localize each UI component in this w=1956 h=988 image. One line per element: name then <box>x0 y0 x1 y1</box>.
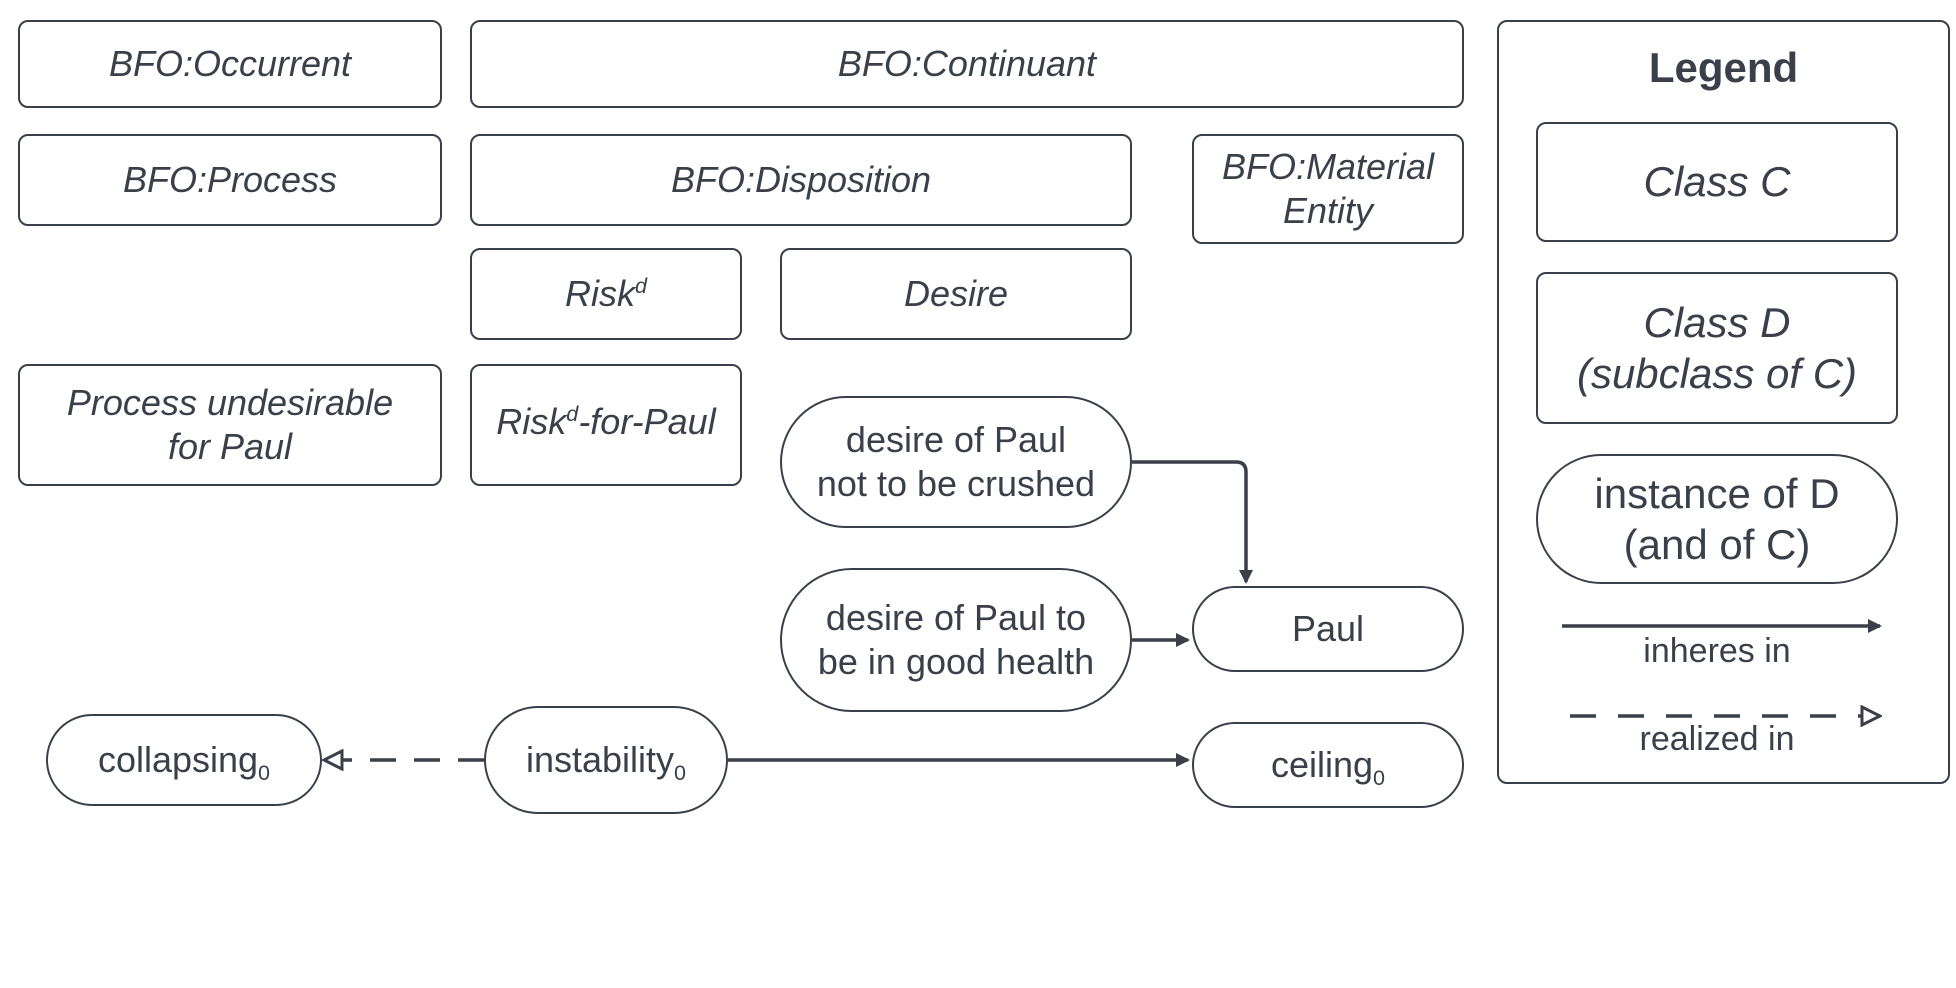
class-bfo-process: BFO:Process <box>18 134 442 226</box>
class-bfo-disposition: BFO:Disposition <box>470 134 1132 226</box>
class-bfo-disposition-label: BFO:Disposition <box>670 159 932 201</box>
instance-desire-good-health-line2: be in good health <box>817 641 1095 682</box>
class-process-undesirable-label: Process undesirable for Paul <box>67 381 393 469</box>
instance-desire-not-to-be-crushed: desire of Paul not to be crushed <box>780 396 1132 528</box>
class-process-undesirable-line1: Process undesirable <box>66 382 394 424</box>
legend-instance-line1: instance of D <box>1594 469 1840 517</box>
legend-class-d: Class D (subclass of C) <box>1536 272 1898 424</box>
arrow-desire-not-crushed-inheres-in-paul <box>1132 460 1253 584</box>
class-bfo-continuant-label: BFO:Continuant <box>837 43 1097 85</box>
class-risk-for-paul: Riskd-for-Paul <box>470 364 742 486</box>
instance-ceiling-base: ceiling <box>1270 744 1374 786</box>
class-desire-label: Desire <box>903 273 1009 315</box>
instance-desire-good-health-label: desire of Paul to be in good health <box>818 596 1094 684</box>
instance-ceiling-label: ceiling0 <box>1270 743 1386 791</box>
class-risk-for-paul-base: Risk <box>496 401 567 442</box>
legend-instance-label: instance of D (and of C) <box>1594 468 1839 570</box>
instance-paul: Paul <box>1192 586 1464 672</box>
instance-collapsing-base: collapsing <box>97 739 259 781</box>
class-risk-sup: d <box>634 273 647 299</box>
instance-collapsing-sub: 0 <box>258 760 271 786</box>
class-process-undesirable-for-paul: Process undesirable for Paul <box>18 364 442 486</box>
legend-panel <box>1497 20 1950 784</box>
class-process-undesirable-line2: for Paul <box>167 426 293 467</box>
class-risk-label: Riskd <box>565 272 647 316</box>
instance-desire-good-health-line1: desire of Paul to <box>825 597 1087 639</box>
legend-title: Legend <box>1648 44 1799 91</box>
class-risk-for-paul-sup: d <box>566 401 579 426</box>
class-desire: Desire <box>780 248 1132 340</box>
class-risk: Riskd <box>470 248 742 340</box>
class-risk-base: Risk <box>564 273 635 315</box>
class-bfo-material-entity-line2: Entity <box>1282 190 1374 231</box>
class-risk-for-paul-suffix: -for-Paul <box>578 401 716 442</box>
legend-inheres-in-label: inheres in <box>1643 632 1791 670</box>
legend-class-d-line1: Class D <box>1643 298 1791 346</box>
legend-class-d-label: Class D (subclass of C) <box>1577 297 1857 399</box>
class-bfo-occurrent: BFO:Occurrent <box>18 20 442 108</box>
instance-paul-label: Paul <box>1291 608 1365 650</box>
legend-class-c: Class C <box>1536 122 1898 242</box>
class-bfo-material-entity-label: BFO:Material Entity <box>1222 145 1434 233</box>
class-bfo-process-label: BFO:Process <box>122 159 338 201</box>
instance-desire-not-crushed-line1: desire of Paul <box>845 419 1067 461</box>
instance-desire-good-health: desire of Paul to be in good health <box>780 568 1132 712</box>
instance-desire-not-crushed-label: desire of Paul not to be crushed <box>817 418 1095 506</box>
class-bfo-material-entity: BFO:Material Entity <box>1192 134 1464 244</box>
class-risk-for-paul-label: Riskd-for-Paul <box>496 400 715 444</box>
class-bfo-continuant: BFO:Continuant <box>470 20 1464 108</box>
instance-instability-0: instability0 <box>484 706 728 814</box>
legend-class-c-label: Class C <box>1643 158 1791 206</box>
instance-instability-base: instability <box>525 739 675 781</box>
instance-ceiling-sub: 0 <box>1373 765 1386 791</box>
instance-instability-sub: 0 <box>674 760 687 786</box>
legend-realized-in-label: realized in <box>1639 720 1795 758</box>
instance-instability-label: instability0 <box>525 738 687 786</box>
instance-ceiling-0: ceiling0 <box>1192 722 1464 808</box>
instance-desire-not-crushed-line2: not to be crushed <box>816 463 1096 504</box>
legend-class-d-line2: (subclass of C) <box>1576 350 1858 397</box>
class-bfo-occurrent-label: BFO:Occurrent <box>108 43 352 85</box>
instance-collapsing-0: collapsing0 <box>46 714 322 806</box>
instance-collapsing-label: collapsing0 <box>97 738 271 786</box>
class-bfo-material-entity-line1: BFO:Material <box>1221 146 1435 188</box>
legend-instance: instance of D (and of C) <box>1536 454 1898 584</box>
legend-instance-line2: (and of C) <box>1623 521 1811 568</box>
